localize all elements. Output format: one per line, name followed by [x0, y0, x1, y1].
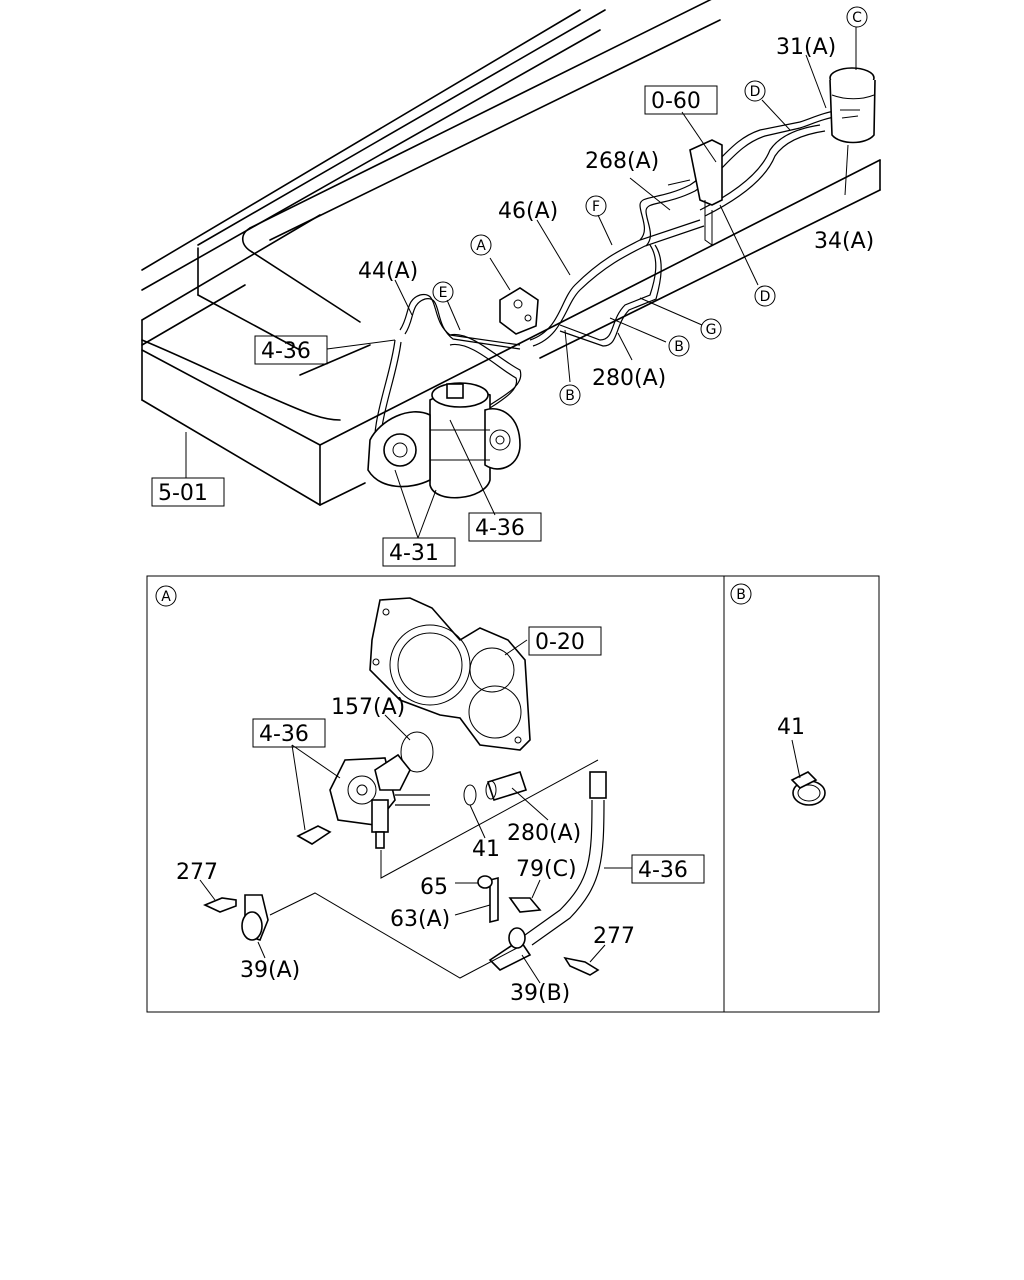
detail-b-heading: B [730, 583, 752, 605]
o-ring [400, 731, 434, 773]
svg-text:G: G [706, 322, 717, 338]
box-0-60: 0-60 [644, 85, 718, 115]
label-268A: 268(A) [585, 149, 659, 174]
circle-C: C [846, 6, 868, 28]
svg-text:B: B [674, 339, 684, 355]
svg-text:B: B [736, 587, 746, 603]
bolt-277-right [563, 956, 600, 976]
valve-block [499, 287, 539, 335]
box-4-36-pump: 4-36 [468, 512, 542, 542]
box-0-20: 0-20 [528, 626, 602, 656]
svg-text:E: E [439, 285, 448, 301]
label-277-right: 277 [593, 924, 635, 949]
label-280A-detail: 280(A) [507, 821, 581, 846]
box-4-36-detail: 4-36 [252, 718, 326, 748]
svg-text:D: D [750, 84, 761, 100]
pump-detail [296, 753, 430, 849]
label-46A: 46(A) [498, 199, 558, 224]
svg-text:D: D [760, 289, 771, 305]
bolt-277-left [203, 897, 237, 913]
box-4-31: 4-31 [382, 537, 456, 567]
gasket-plate [369, 597, 531, 751]
nut-65 [477, 875, 493, 889]
bracket-0-60 [667, 139, 723, 246]
circle-D-top: D [744, 80, 766, 102]
label-79C: 79(C) [516, 857, 577, 882]
label-277-left: 277 [176, 860, 218, 885]
circle-B-low: B [559, 384, 581, 406]
label-280A-upper: 280(A) [592, 366, 666, 391]
clamp-39A [241, 894, 269, 941]
circle-A-upper: A [470, 234, 492, 256]
svg-text:A: A [476, 238, 486, 254]
label-63A: 63(A) [390, 907, 450, 932]
circle-D-mid: D [754, 285, 776, 307]
label-4-36-pump: 4-36 [475, 516, 525, 541]
label-4-31: 4-31 [389, 541, 439, 566]
detail-a-leader-lines [199, 639, 632, 984]
fluid-reservoir [829, 67, 876, 144]
svg-text:A: A [161, 589, 171, 605]
label-44A: 44(A) [358, 259, 418, 284]
circle-G: G [700, 318, 722, 340]
hose-sleeve [485, 771, 528, 801]
label-39B: 39(B) [510, 981, 570, 1006]
label-0-60: 0-60 [651, 89, 701, 114]
box-4-36-hose: 4-36 [631, 854, 705, 884]
label-65: 65 [420, 875, 448, 900]
clamp-63A [489, 876, 499, 924]
svg-text:B: B [565, 388, 575, 404]
frame-rail-drawing [141, 0, 881, 506]
circle-B-right: B [668, 335, 690, 357]
label-0-20: 0-20 [535, 630, 585, 655]
power-steering-pump-assembly [367, 382, 521, 499]
label-4-36-hose: 4-36 [638, 858, 688, 883]
label-34A: 34(A) [814, 229, 874, 254]
label-4-36-upper: 4-36 [261, 339, 311, 364]
label-157A: 157(A) [331, 695, 405, 720]
bolt-79C [508, 897, 542, 913]
ring-41 [463, 784, 477, 806]
label-31A: 31(A) [776, 35, 836, 60]
upper-leader-lines [185, 27, 857, 539]
box-4-36-upper: 4-36 [254, 335, 328, 365]
svg-text:F: F [592, 199, 600, 215]
svg-text:C: C [852, 10, 862, 26]
label-41-detail-a: 41 [472, 837, 500, 862]
label-39A: 39(A) [240, 958, 300, 983]
label-4-36-detail: 4-36 [259, 722, 309, 747]
hose-clamp-41 [790, 771, 826, 806]
circle-E: E [432, 281, 454, 303]
box-5-01: 5-01 [151, 477, 225, 507]
detail-frame [146, 575, 880, 1013]
circle-F: F [585, 195, 607, 217]
detail-b-leader [791, 739, 801, 779]
label-41-detail-b: 41 [777, 715, 805, 740]
label-5-01: 5-01 [158, 481, 208, 506]
clamp-39B [508, 927, 526, 949]
detail-a-heading: A [155, 585, 177, 607]
